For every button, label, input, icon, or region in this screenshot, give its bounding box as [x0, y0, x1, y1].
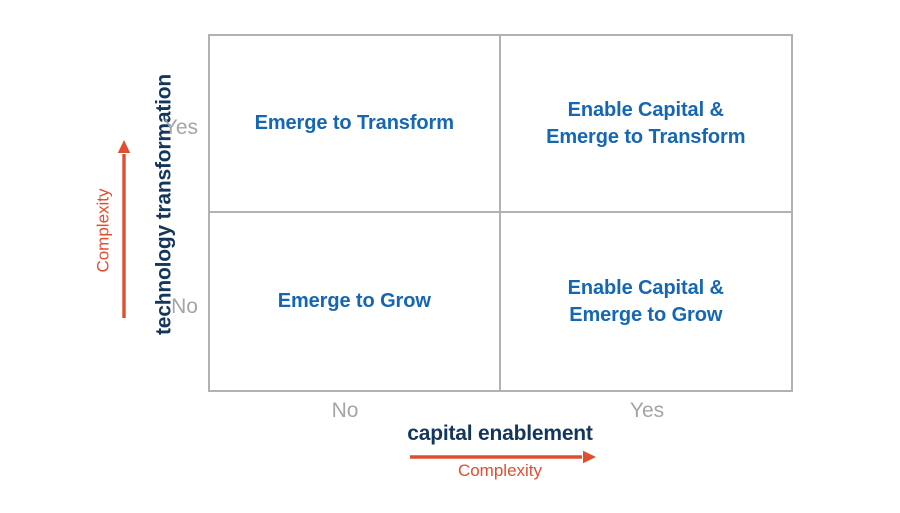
- quadrant-label-line1: Emerge to Transform: [254, 112, 454, 135]
- quadrant-label-line2: Emerge to Transform: [546, 125, 746, 148]
- y-axis-complexity-arrow-icon: [117, 140, 131, 318]
- quadrant-emerge-to-grow[interactable]: Emerge to Grow: [210, 213, 501, 390]
- quadrant-matrix: Emerge to Transform Enable Capital & Eme…: [208, 34, 793, 392]
- quadrant-emerge-to-transform[interactable]: Emerge to Transform: [210, 36, 501, 213]
- y-axis-complexity-label: Complexity: [93, 188, 113, 273]
- y-axis-tick-yes: Yes: [163, 116, 198, 139]
- quadrant-label-line1: Emerge to Grow: [277, 290, 431, 313]
- quadrant-enable-capital-and-emerge-to-transform[interactable]: Enable Capital & Emerge to Transform: [500, 36, 791, 213]
- quadrant-label-line1: Enable Capital &: [567, 99, 724, 122]
- y-axis-tick-no: No: [171, 295, 198, 318]
- x-axis-tick-yes: Yes: [629, 399, 665, 422]
- quadrant-label-line1: Enable Capital &: [567, 277, 724, 300]
- quadrant-label-line2: Emerge to Grow: [569, 303, 723, 326]
- quadrant-enable-capital-and-emerge-to-grow[interactable]: Enable Capital & Emerge to Grow: [501, 213, 792, 390]
- x-axis-complexity-arrow-icon: [410, 450, 596, 464]
- x-axis-title: capital enablement: [407, 422, 593, 445]
- x-axis-complexity-label: Complexity: [457, 461, 543, 480]
- y-axis-title: technology transformation: [152, 73, 176, 336]
- x-axis-tick-no: No: [331, 399, 359, 422]
